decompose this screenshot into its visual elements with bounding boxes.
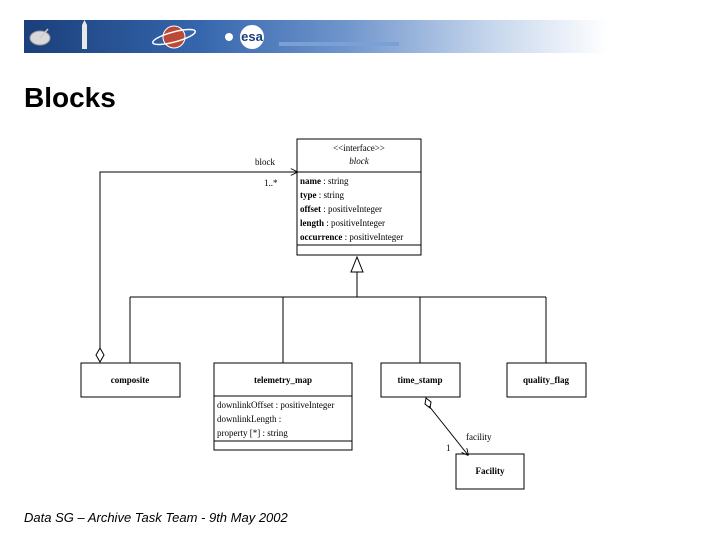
time-stamp-class: time_stamp <box>380 362 461 398</box>
footer-text: Data SG – Archive Task Team - 9th May 20… <box>24 510 288 525</box>
facility-class: Facility <box>455 453 525 490</box>
esa-logo: esa <box>225 25 399 49</box>
planet-icon <box>151 25 197 49</box>
quality-flag-class: quality_flag <box>506 362 587 398</box>
interface-attribute: length : positiveInteger <box>300 218 385 228</box>
timestamp-facility-aggregation: facility 1 <box>424 397 492 455</box>
inheritance-connector <box>129 255 547 363</box>
interface-stereotype: <<interface>> <box>333 143 385 153</box>
block-role-label: block <box>255 157 275 167</box>
facility-class-name: Facility <box>476 466 505 476</box>
rocket-icon <box>82 20 87 49</box>
interface-name: block <box>349 156 369 166</box>
interface-attribute: occurrence : positiveInteger <box>300 232 403 242</box>
composite-class-name: composite <box>111 375 150 385</box>
composite-block-aggregation: block 1..* <box>95 157 297 364</box>
telemetry-map-attribute: downlinkOffset : positiveInteger <box>217 400 334 410</box>
header-banner: esa <box>24 20 608 53</box>
telemetry-map-attribute: property [*] : string <box>217 428 288 438</box>
interface-block-class: <<interface>> block name : string type : … <box>296 138 422 256</box>
composite-class: composite <box>80 362 181 398</box>
satellite-dish-icon <box>29 28 51 46</box>
telemetry-map-attributes: downlinkOffset : positiveInteger downlink… <box>217 400 334 438</box>
telemetry-map-attribute: downlinkLength : <box>217 414 281 424</box>
facility-role-label: facility <box>466 432 492 442</box>
interface-attribute: type : string <box>300 190 345 200</box>
quality-flag-class-name: quality_flag <box>523 375 570 385</box>
time-stamp-class-name: time_stamp <box>398 375 443 385</box>
telemetry-map-class-name: telemetry_map <box>254 375 312 385</box>
interface-attributes: name : string type : string offset : posit… <box>300 176 403 242</box>
facility-multiplicity-label: 1 <box>446 443 451 453</box>
telemetry-map-class: telemetry_map downlinkOffset : positiveI… <box>213 362 353 451</box>
interface-attribute: offset : positiveInteger <box>300 204 382 214</box>
block-multiplicity-label: 1..* <box>264 178 278 188</box>
svg-text:esa: esa <box>241 29 263 44</box>
interface-attribute: name : string <box>300 176 349 186</box>
page-title: Blocks <box>24 82 116 113</box>
